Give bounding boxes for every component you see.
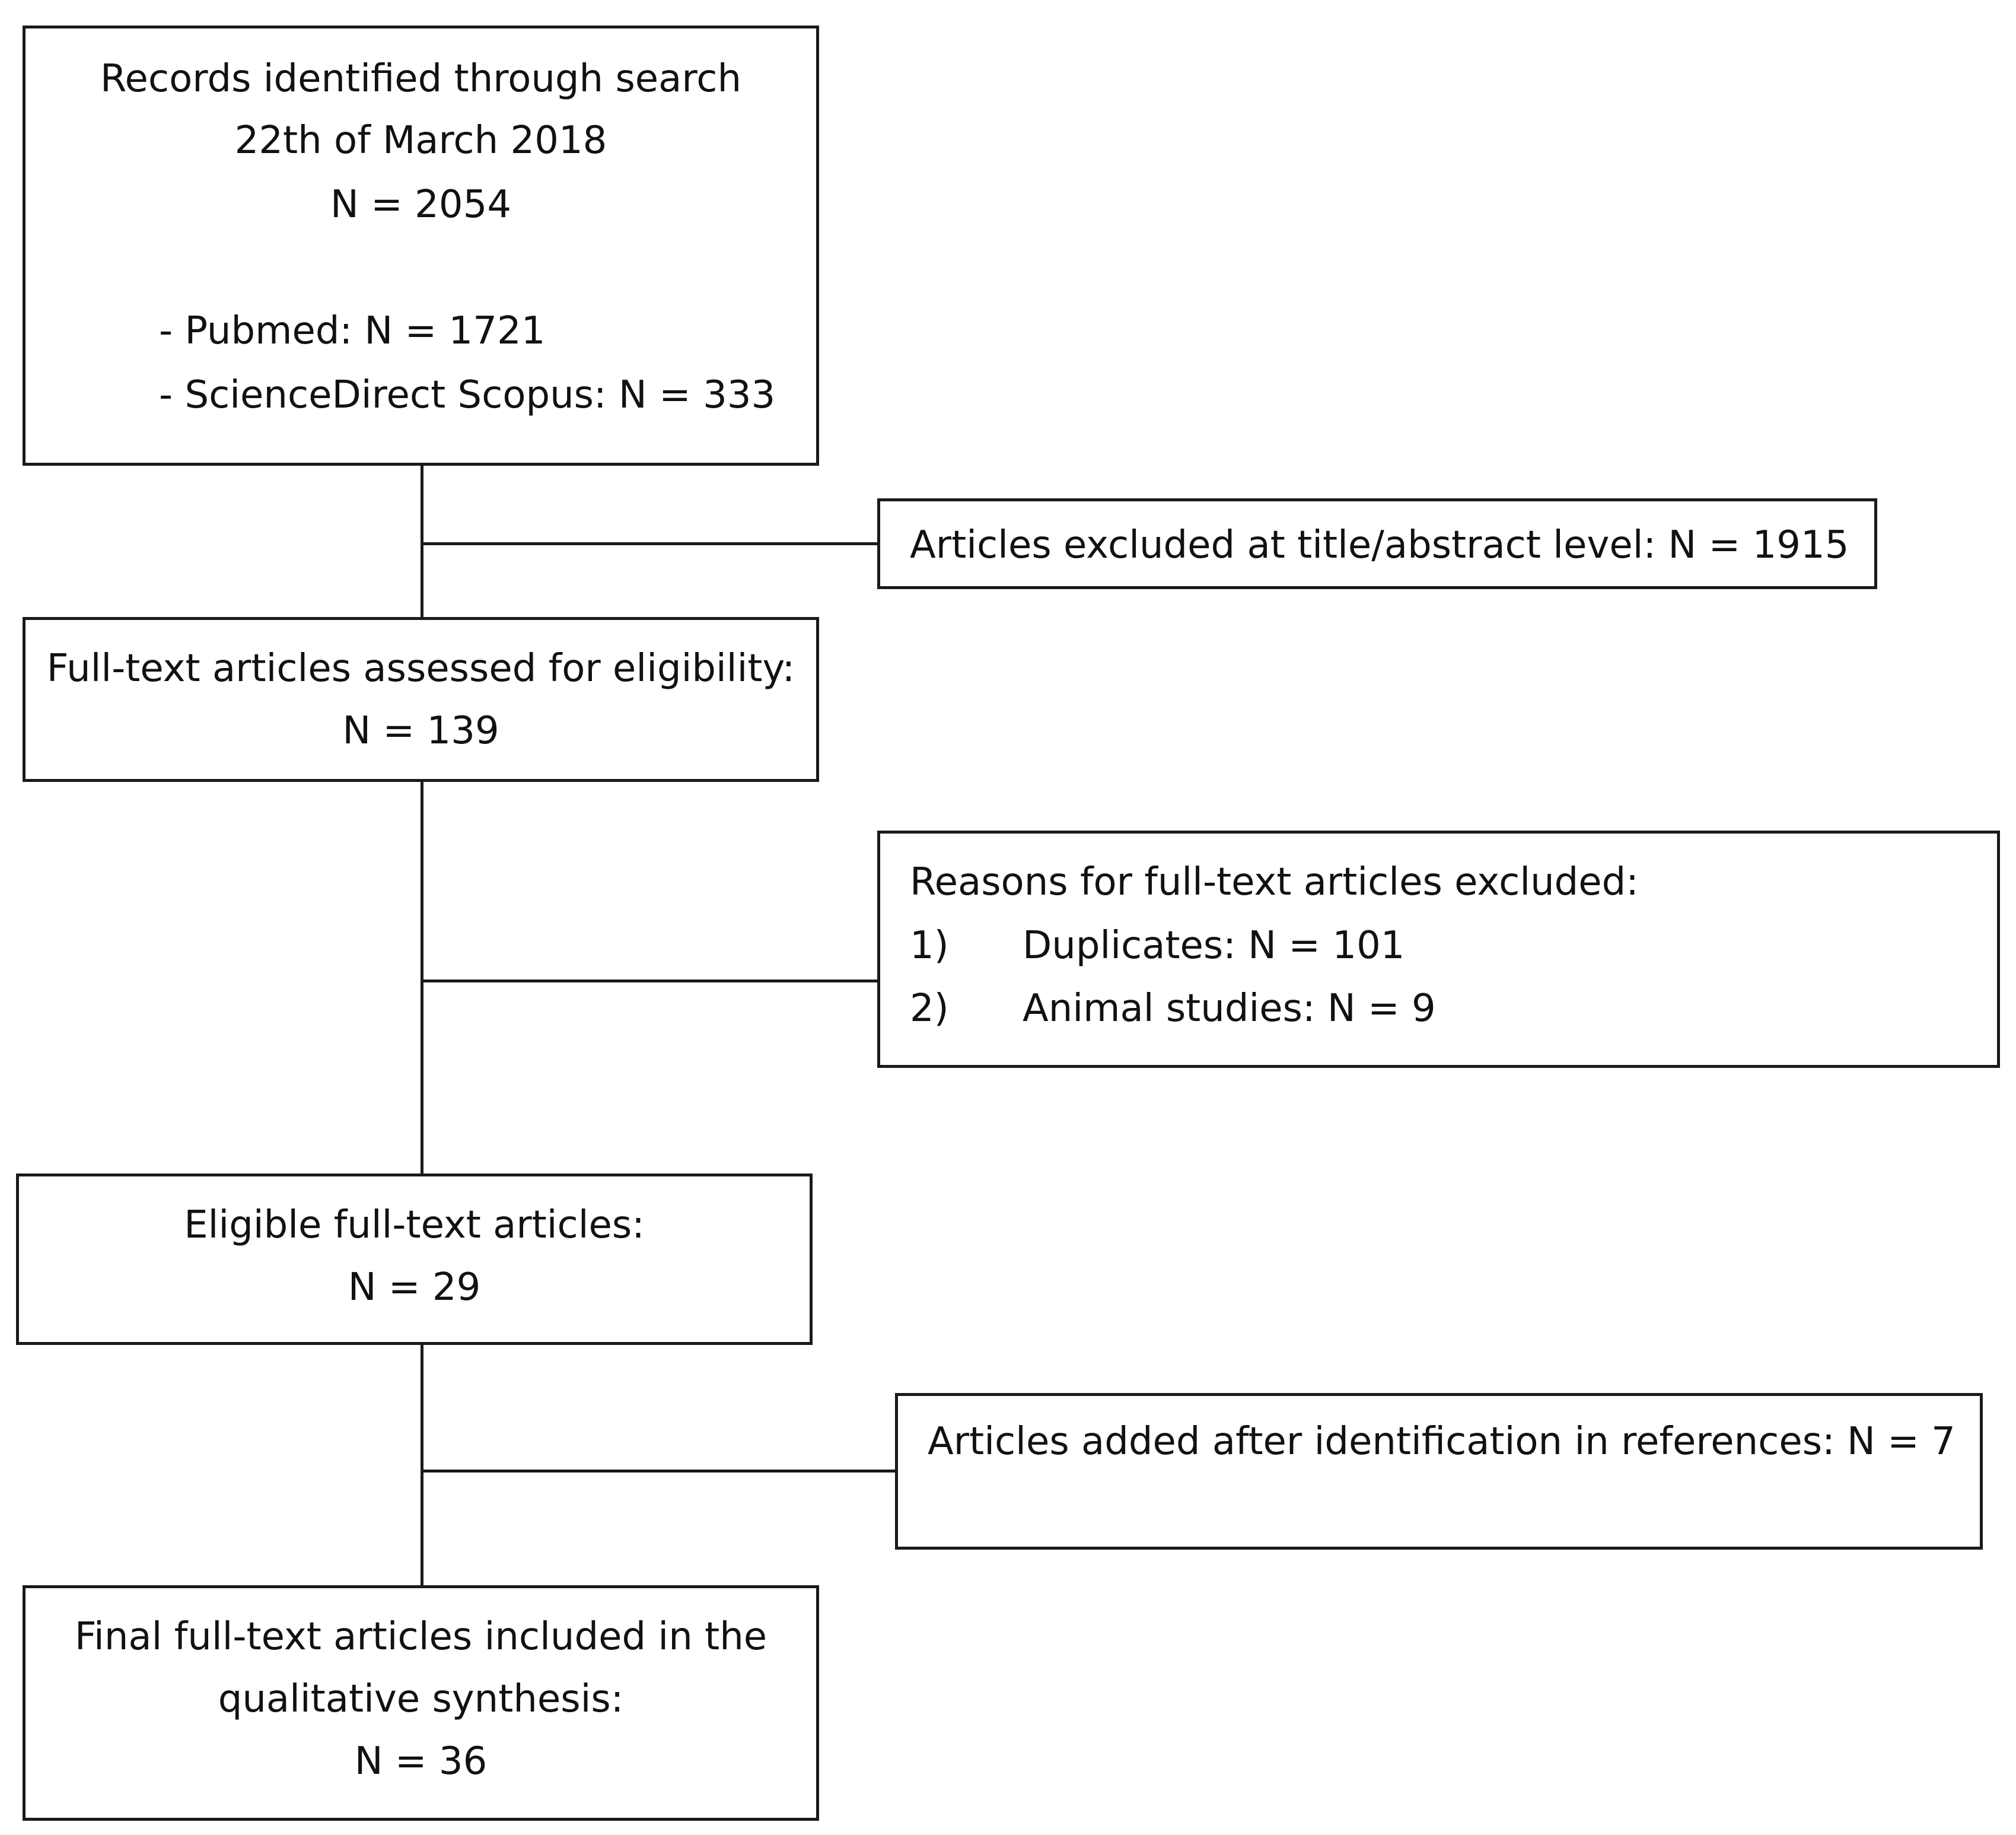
exclusion-reason-2-number: 2) bbox=[910, 987, 949, 1031]
exclusion-reason-1-number: 1) bbox=[910, 924, 949, 968]
eligible-articles-line-1: Eligible full-text articles: bbox=[184, 1203, 645, 1247]
articles-added-box: Articles added after identification in r… bbox=[895, 1393, 1983, 1550]
eligible-articles-total: N = 29 bbox=[348, 1265, 481, 1309]
records-total: N = 2054 bbox=[330, 183, 512, 227]
connector-branch-excluded bbox=[421, 542, 877, 545]
connector-branch-reasons bbox=[421, 979, 877, 982]
exclusion-reason-2-text: Animal studies: N = 9 bbox=[1023, 987, 1436, 1031]
records-identified-box: Records identified through search 22th o… bbox=[23, 26, 819, 466]
fulltext-assessed-line-1: Full-text articles assessed for eligibil… bbox=[46, 647, 795, 691]
fulltext-assessed-total: N = 139 bbox=[342, 709, 499, 753]
records-source-pubmed: - Pubmed: N = 1721 bbox=[159, 309, 546, 353]
exclusion-reasons-title: Reasons for full-text articles excluded: bbox=[910, 860, 1639, 904]
records-line-1: Records identified through search bbox=[100, 57, 742, 101]
final-included-line-1: Final full-text articles included in the bbox=[74, 1615, 767, 1659]
eligible-articles-box: Eligible full-text articles: N = 29 bbox=[16, 1173, 813, 1345]
excluded-title-abstract-box: Articles excluded at title/abstract leve… bbox=[877, 498, 1877, 589]
fulltext-assessed-box: Full-text articles assessed for eligibil… bbox=[23, 617, 819, 782]
connector-main-3 bbox=[421, 1345, 423, 1585]
connector-main-1 bbox=[421, 466, 423, 617]
connector-main-2 bbox=[421, 782, 423, 1173]
final-included-box: Final full-text articles included in the… bbox=[23, 1585, 819, 1821]
excluded-title-abstract-text: Articles excluded at title/abstract leve… bbox=[910, 523, 1849, 567]
connector-branch-added bbox=[421, 1470, 895, 1473]
records-line-2: 22th of March 2018 bbox=[234, 119, 607, 163]
articles-added-text: Articles added after identification in r… bbox=[928, 1420, 1956, 1464]
exclusion-reasons-box: Reasons for full-text articles excluded:… bbox=[877, 831, 2000, 1068]
exclusion-reason-1-text: Duplicates: N = 101 bbox=[1023, 924, 1405, 968]
records-source-scopus: - ScienceDirect Scopus: N = 333 bbox=[159, 373, 776, 417]
final-included-line-2: qualitative synthesis: bbox=[218, 1677, 624, 1721]
final-included-total: N = 36 bbox=[354, 1739, 488, 1783]
